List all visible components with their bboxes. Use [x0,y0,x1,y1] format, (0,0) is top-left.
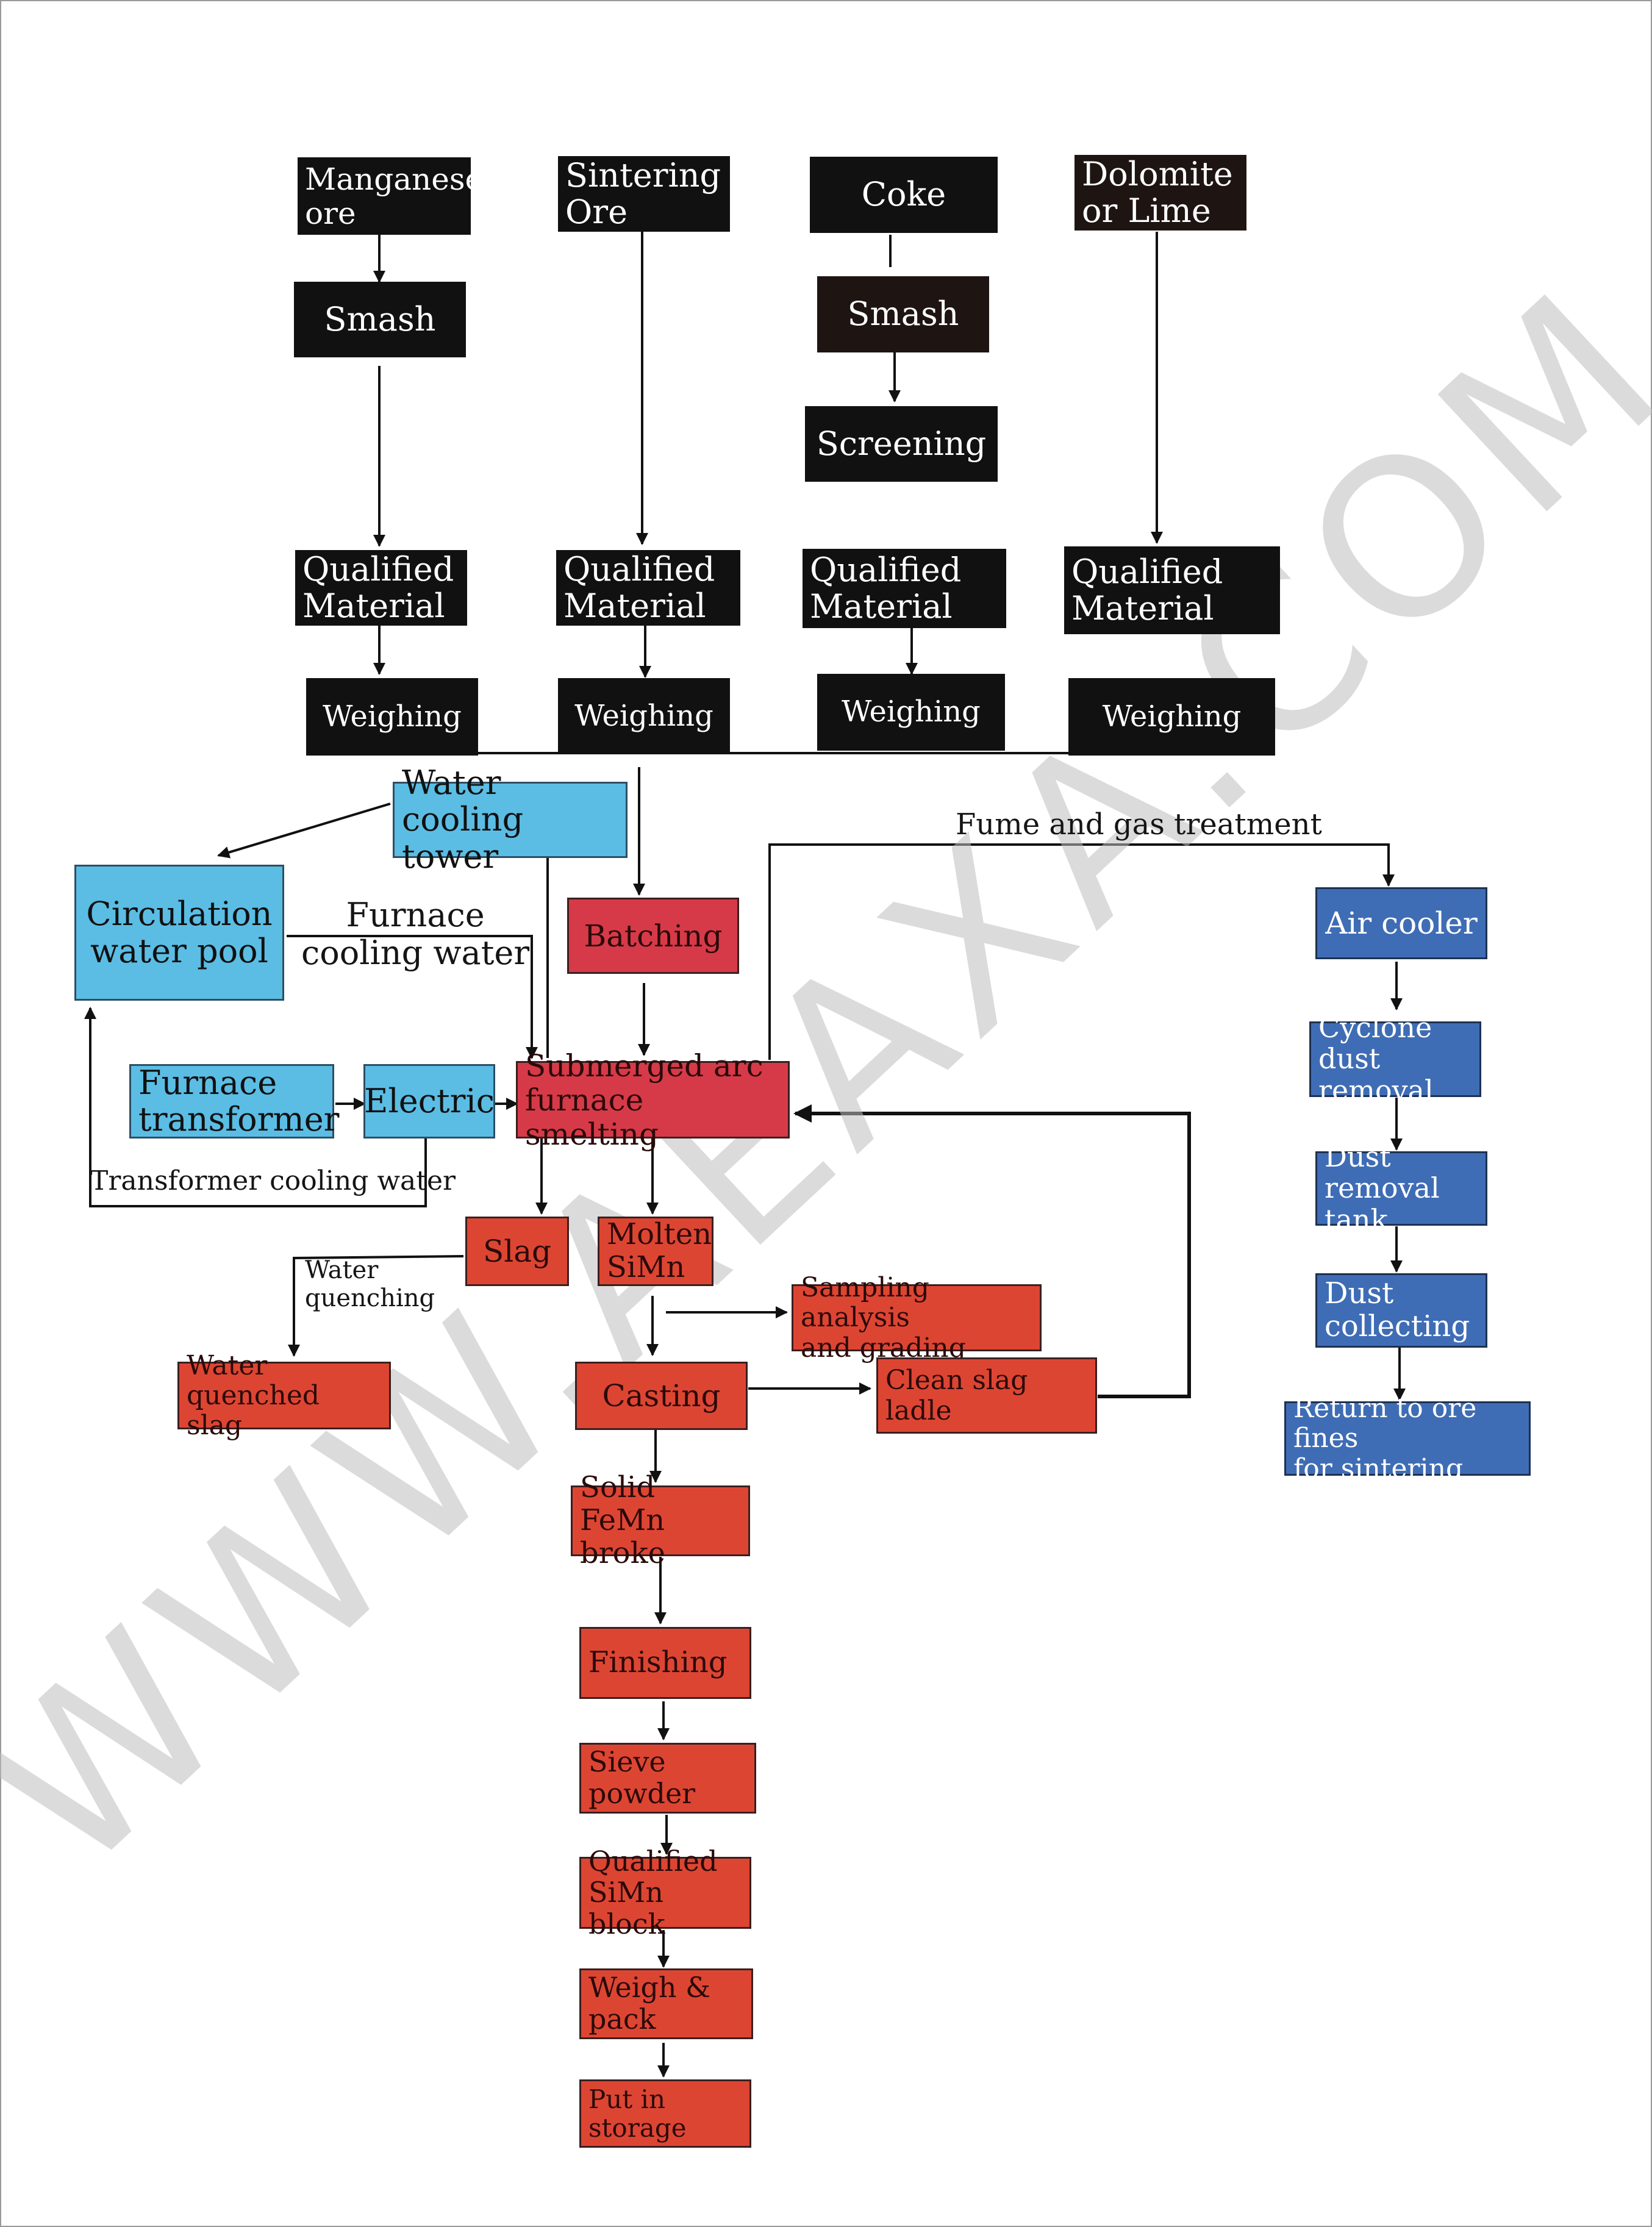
furnace-transformer-box: Furnace transformer [129,1064,339,1139]
cyclone-dust-removal-box: Cyclone dust removal [1309,1012,1481,1106]
sieve-powder-box: Sieve powder [579,1743,756,1814]
transformer-cooling-water-label: Transformer cooling water [90,1165,456,1196]
molten-simn-box: Molten SiMn [598,1217,713,1286]
coke-box: Coke [810,157,998,233]
coke-smash-box: Smash [817,276,989,352]
furnace-cooling-water-label: Furnace cooling water [301,896,530,973]
qualified-simn-block-box: Qualified SiMn block [579,1845,751,1940]
slag-box: Slag [465,1217,569,1286]
qualified-material-box: Qualified Material [295,550,467,626]
air-cooler-box: Air cooler [1315,887,1487,959]
qualified-material-box: Qualified Material [556,550,740,626]
qualified-material-box: Qualified Material [803,549,1006,628]
dust-collecting-box: Dust collecting [1315,1273,1487,1348]
weigh-pack-box: Weigh & pack [579,1968,753,2039]
weighing-box: Weighing [558,678,730,754]
weighing-box: Weighing [1068,678,1275,756]
weighing-box: Weighing [817,674,1005,751]
return-to-ore-fines-box: Return to ore fines for sintering [1284,1393,1531,1484]
clean-slag-ladle-box: Clean slag ladle [876,1357,1097,1434]
water-quenched-slag-box: Water quenched slag [177,1350,391,1440]
screening-box: Screening [805,406,998,482]
submerged-arc-furnace-box: Submerged arc furnace smelting [516,1049,790,1151]
smash-box: Smash [294,282,466,357]
put-in-storage-box: Put in storage [579,2079,751,2148]
sampling-analysis-box: Sampling analysis and grading [792,1273,1042,1363]
weighing-box: Weighing [306,678,478,756]
water-cooling-tower-box: Water cooling tower [393,764,628,874]
manganese-ore-box: Manganese ore [298,157,483,235]
electric-box: Electric [363,1064,495,1139]
sintering-ore-box: Sintering Ore [558,156,730,232]
finishing-box: Finishing [579,1627,751,1699]
batching-box: Batching [567,898,739,974]
casting-box: Casting [575,1362,748,1430]
water-quenching-label: Water quenching [305,1256,435,1312]
dust-removal-tank-box: Dust removal tank [1315,1141,1487,1235]
dolomite-lime-box: Dolomite or Lime [1075,155,1246,231]
circulation-water-pool-box: Circulation water pool [74,865,284,1001]
fume-gas-treatment-label: Fume and gas treatment [956,807,1322,842]
qualified-material-box: Qualified Material [1064,546,1280,634]
solid-femn-broke-box: Solid FeMn broke [571,1471,750,1570]
